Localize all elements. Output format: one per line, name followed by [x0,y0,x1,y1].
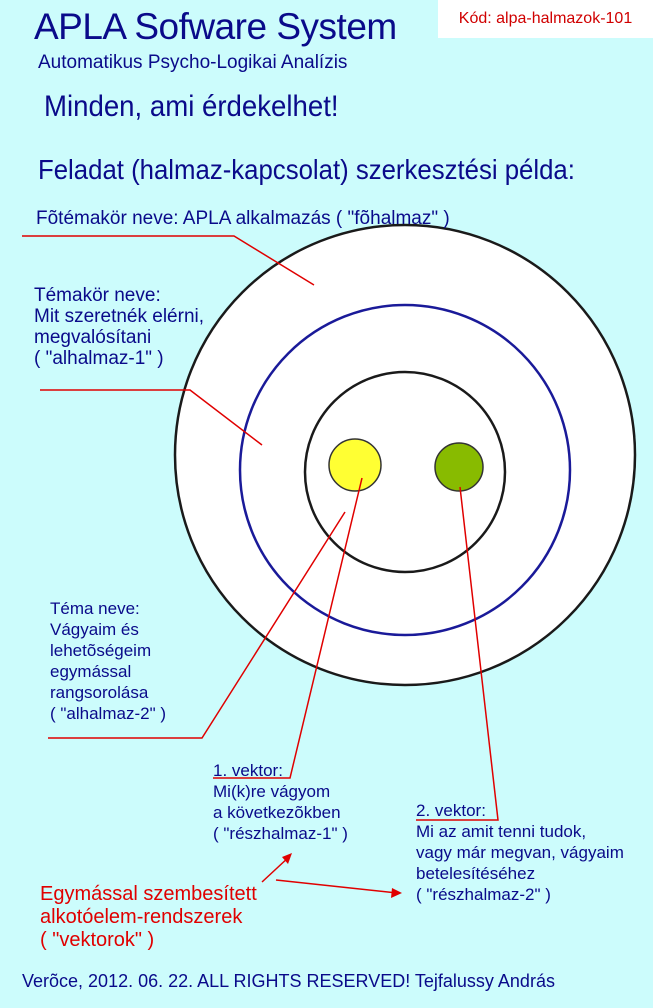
subset2-circle [303,370,507,574]
subset1-pointer [40,389,263,446]
task-heading: Feladat (halmaz-kapcsolat) szerkesztési … [38,154,575,185]
vectors-line: alkotóelem-rendszerek [40,906,243,928]
slogan: Minden, ami érdekelhet! [44,90,339,123]
vector2-line: vagy már megvan, vágyaim [416,843,624,862]
page-subtitle: Automatikus Psycho-Logikai Analízis [38,52,348,73]
vectors-line: Egymással szembesített [40,883,257,905]
vector1-pointer [213,477,363,779]
topic-line: egymással [50,662,132,681]
subset1-line: ( "alhalmaz-1" ) [34,348,164,369]
vector2-line: Mi az amit tenni tudok, [416,822,587,841]
vectors-line: ( "vektorok" ) [40,929,155,951]
vector2-element [434,442,484,492]
vector1-line: ( "részhalmaz-1" ) [213,824,348,843]
vector2-line: betelesítéséhez [416,864,536,883]
arrow-to-vector1 [261,853,292,883]
vector1-line: 1. vektor: [213,761,283,780]
vector2-pointer [416,486,499,821]
topic-line: rangsorolása [50,683,149,702]
topic-pointer [48,511,346,739]
arrow-to-vector2 [275,879,402,898]
vector1-line: Mi(k)re vágyom [213,782,331,801]
vector1-label: 1. vektor: Mi(k)re vágyom a következõkbe… [213,760,348,844]
vectors-label: Egymással szembesített alkotóelem-rendsz… [40,883,257,952]
subset1-line: Témakör neve: [34,285,161,306]
topic-line: Vágyaim és [50,620,139,639]
main-set-pointer [22,235,315,286]
page-title: APLA Sofware System [34,6,397,47]
subset1-line: megvalósítani [34,327,152,348]
topic-line: lehetõségeim [50,641,152,660]
vector2-line: ( "részhalmaz-2" ) [416,885,551,904]
subset1-label: Témakör neve: Mit szeretnék elérni, megv… [34,285,204,369]
vector2-label: 2. vektor: Mi az amit tenni tudok, vagy … [416,800,624,905]
topic-line: Téma neve: [50,599,140,618]
topic-line: ( "alhalmaz-2" ) [50,704,166,723]
vector1-element [328,438,382,492]
vector2-line: 2. vektor: [416,801,486,820]
footer-copyright: Verõce, 2012. 06. 22. ALL RIGHTS RESERVE… [22,971,555,991]
code-badge: Kód: alpa-halmazok-101 [438,0,653,38]
vector1-line: a következõkben [213,803,341,822]
topic-label: Téma neve: Vágyaim és lehetõségeim egymá… [50,598,166,724]
main-set-label: Fõtémakör neve: APLA alkalmazás ( "fõhal… [36,208,450,229]
subset1-line: Mit szeretnék elérni, [34,306,205,327]
